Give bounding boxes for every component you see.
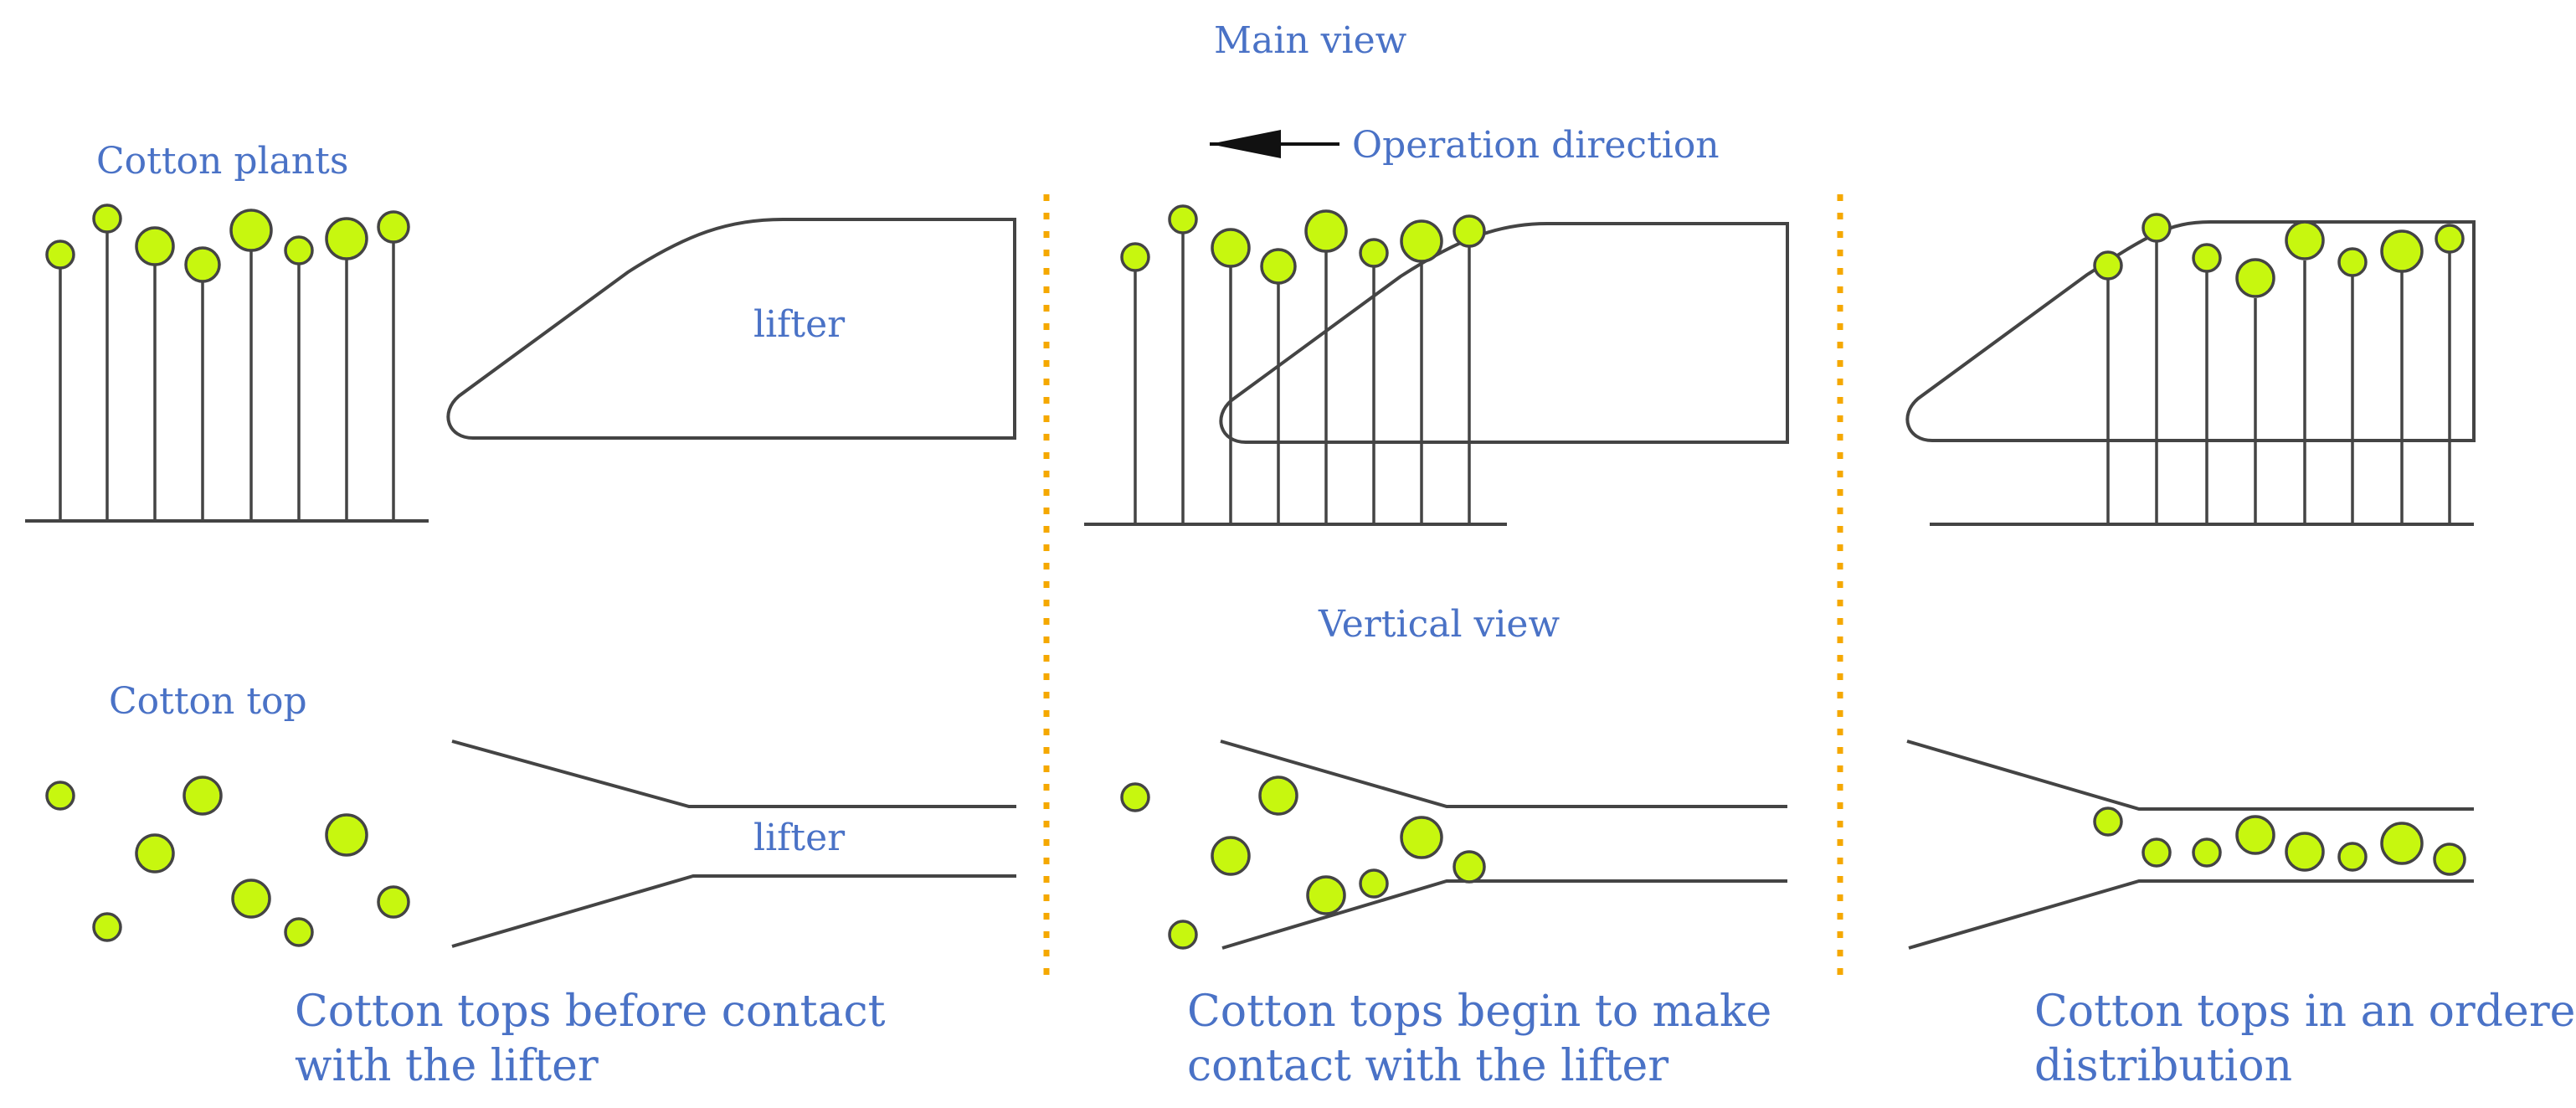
cotton-boll bbox=[2235, 258, 2275, 298]
cotton-boll bbox=[2142, 837, 2172, 868]
cotton-boll bbox=[377, 885, 410, 919]
cotton-boll bbox=[2093, 807, 2123, 837]
lifter-top-lower-edge bbox=[451, 874, 1016, 948]
cotton-boll bbox=[1168, 204, 1198, 234]
cotton-boll bbox=[135, 226, 175, 266]
cotton-boll bbox=[1120, 242, 1150, 272]
cotton-boll bbox=[92, 912, 122, 942]
panel2-caption: Cotton tops begin to make contact with t… bbox=[1187, 987, 1771, 1091]
cotton-plants bbox=[2093, 213, 2465, 524]
lifter-top-lower-edge bbox=[1221, 879, 1787, 950]
lifter-label: lifter bbox=[753, 817, 846, 859]
vertical-view-label: Vertical view bbox=[1318, 603, 1560, 646]
caption-line: contact with the lifter bbox=[1187, 1041, 1668, 1091]
cotton-boll bbox=[2192, 243, 2222, 273]
main-view-label: Main view bbox=[1214, 19, 1407, 62]
cotton-boll bbox=[1306, 875, 1346, 915]
cotton-boll bbox=[1359, 868, 1389, 899]
cotton-boll bbox=[2235, 815, 2275, 855]
lifter-side-outline bbox=[446, 218, 1016, 440]
panel2-vertical-view bbox=[1120, 740, 1787, 950]
cotton-boll bbox=[1400, 219, 1443, 263]
cotton-boll bbox=[92, 204, 122, 234]
cotton-boll bbox=[45, 240, 75, 270]
panel1-caption: Cotton tops before contact with the lift… bbox=[295, 987, 886, 1091]
panel1-main-view: lifter bbox=[25, 204, 1016, 523]
cotton-boll bbox=[2142, 213, 2172, 243]
caption-line: with the lifter bbox=[295, 1041, 599, 1091]
cotton-plants bbox=[45, 204, 410, 521]
panel3-vertical-view bbox=[1906, 740, 2474, 950]
cotton-boll bbox=[184, 246, 221, 283]
cotton-tops-approaching bbox=[1120, 776, 1486, 950]
cotton-boll bbox=[2093, 250, 2123, 281]
cotton-boll bbox=[325, 217, 368, 260]
lifter-top-upper-edge bbox=[1220, 740, 1787, 808]
cotton-boll bbox=[2380, 229, 2424, 273]
cotton-boll bbox=[1258, 776, 1298, 816]
lifter-top-upper-edge bbox=[1906, 740, 2474, 811]
cotton-boll bbox=[2380, 822, 2424, 865]
cotton-boll bbox=[1359, 238, 1389, 268]
operation-direction-arrow bbox=[1210, 130, 1339, 158]
cotton-boll bbox=[377, 210, 410, 244]
cotton-boll bbox=[284, 917, 314, 947]
caption-line: Cotton tops before contact bbox=[295, 987, 886, 1037]
lifter-top-lower-edge bbox=[1908, 879, 2474, 950]
cotton-boll bbox=[1453, 214, 1486, 248]
lifter-side-outline bbox=[1219, 222, 1789, 444]
panel1-vertical-view: lifter bbox=[45, 740, 1016, 948]
cotton-boll bbox=[45, 781, 75, 811]
cotton-boll bbox=[2285, 220, 2325, 260]
cotton-boll bbox=[1120, 782, 1150, 812]
lifter-top-upper-edge bbox=[451, 740, 1016, 808]
panel3-caption: Cotton tops in an ordered distribution bbox=[2034, 987, 2576, 1091]
cotton-boll bbox=[135, 833, 175, 874]
caption-line: Cotton tops in an ordered bbox=[2034, 987, 2576, 1037]
cotton-boll bbox=[2337, 247, 2368, 277]
cotton-boll bbox=[1304, 209, 1348, 253]
cotton-tops-scattered bbox=[45, 776, 410, 947]
cotton-boll bbox=[2285, 832, 2325, 872]
caption-line: distribution bbox=[2034, 1041, 2292, 1091]
cotton-boll bbox=[1260, 248, 1297, 285]
panel3-main-view bbox=[1905, 213, 2476, 526]
cotton-boll bbox=[2433, 843, 2466, 876]
cotton-boll bbox=[183, 776, 223, 816]
cotton-boll bbox=[1168, 920, 1198, 950]
cotton-boll bbox=[1400, 816, 1443, 859]
cotton-boll bbox=[284, 235, 314, 265]
panel2-main-view bbox=[1084, 204, 1789, 526]
caption-line: Cotton tops begin to make bbox=[1187, 987, 1771, 1037]
cotton-boll bbox=[2435, 224, 2465, 254]
lifter-label: lifter bbox=[753, 303, 846, 346]
cotton-boll bbox=[229, 209, 273, 252]
cotton-plants bbox=[1120, 204, 1486, 524]
cotton-boll bbox=[325, 813, 368, 857]
cotton-top-label: Cotton top bbox=[109, 680, 307, 723]
cotton-boll bbox=[2337, 842, 2368, 872]
arrow-left-icon bbox=[1210, 130, 1281, 158]
cotton-tops-ordered bbox=[2093, 807, 2466, 876]
cotton-boll bbox=[1211, 228, 1251, 268]
cotton-boll bbox=[231, 879, 271, 919]
operation-direction-label: Operation direction bbox=[1352, 124, 1720, 167]
lifter-side-outline bbox=[1905, 220, 2476, 442]
cotton-boll bbox=[1211, 836, 1251, 876]
cotton-boll bbox=[2192, 837, 2222, 868]
cotton-plants-label: Cotton plants bbox=[96, 140, 348, 183]
cotton-boll bbox=[1453, 850, 1486, 884]
